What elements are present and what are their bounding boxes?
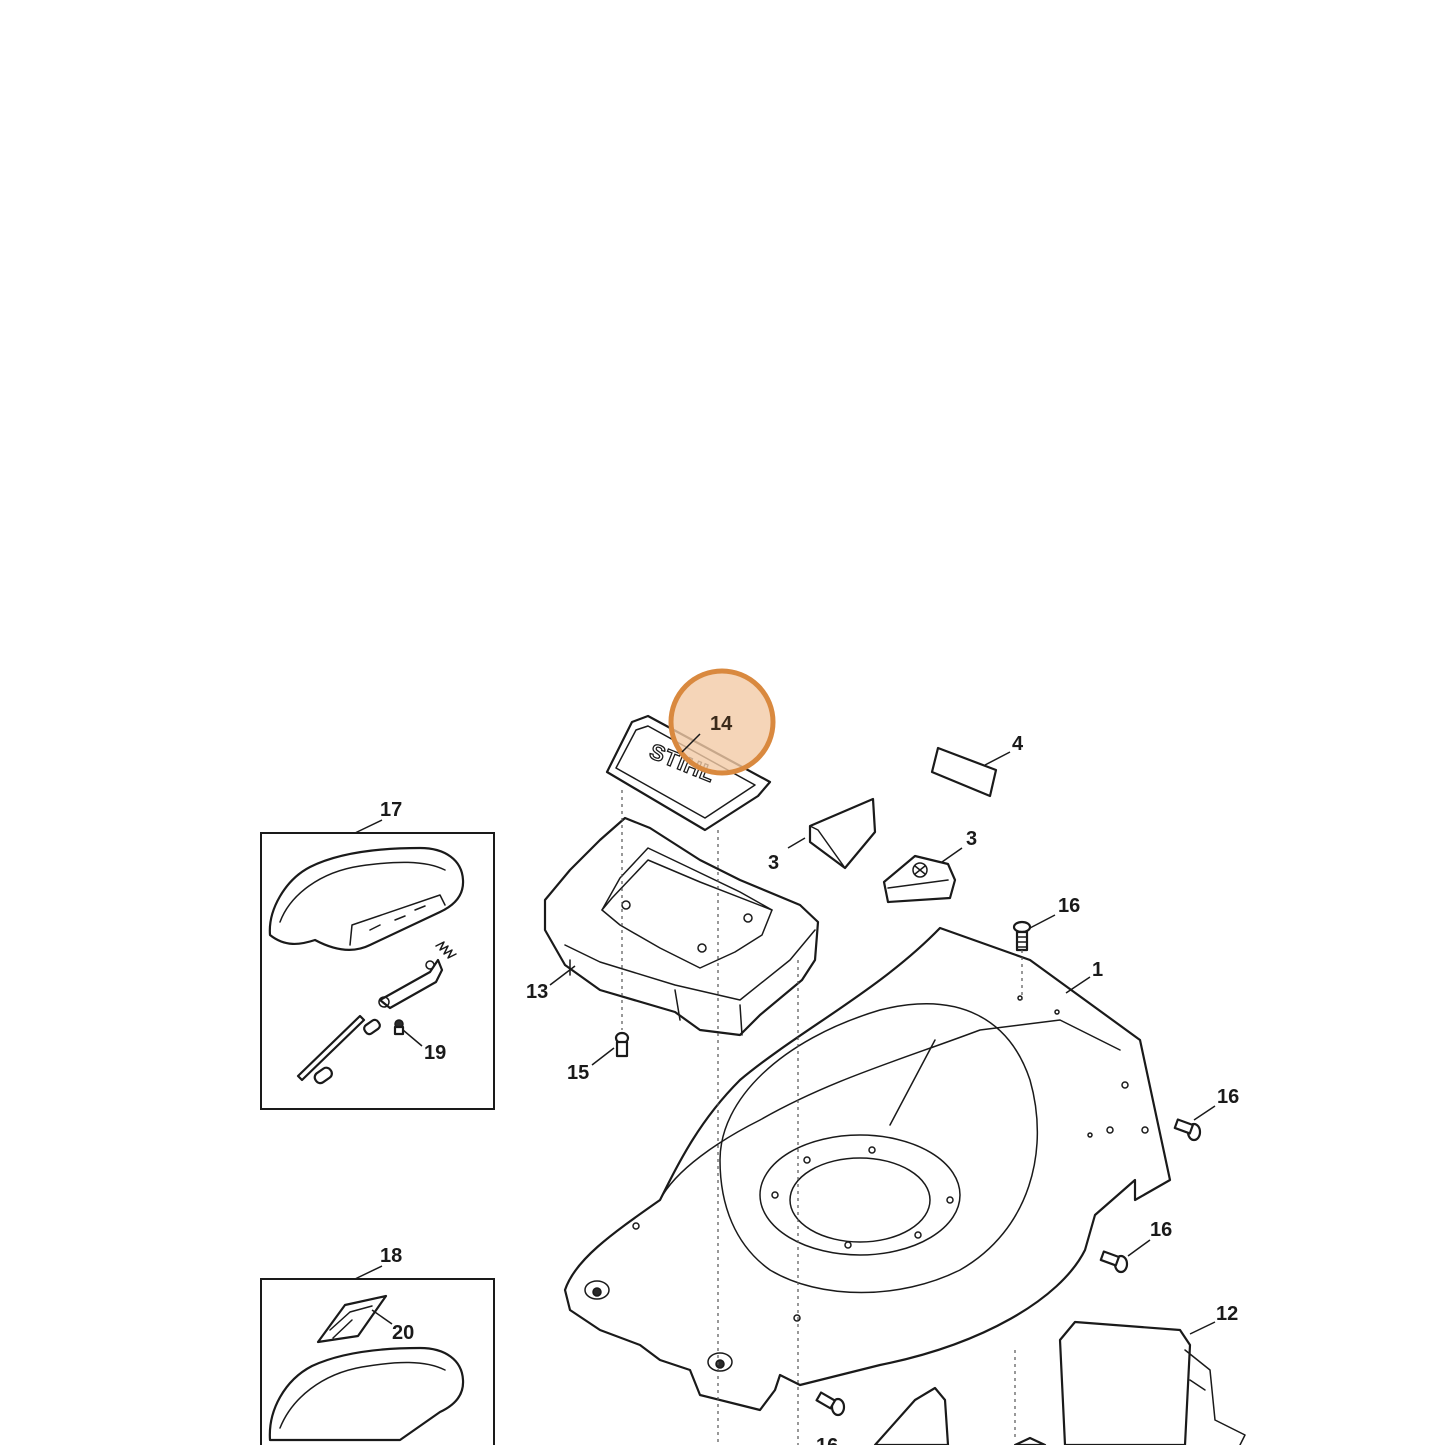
screw-15[interactable]: [614, 1031, 630, 1058]
part-12-flap[interactable]: [1058, 1320, 1246, 1445]
part-1-deck[interactable]: [563, 926, 1172, 1412]
screw-16-lower[interactable]: [1099, 1250, 1129, 1274]
label-3b[interactable]: 3: [966, 828, 977, 850]
part-3a-plug[interactable]: [808, 797, 877, 870]
part-3b-mulch-plug[interactable]: [882, 854, 957, 904]
rear-part-small: [1013, 1436, 1047, 1445]
label-20[interactable]: 20: [392, 1322, 414, 1344]
label-16-top[interactable]: 16: [1058, 895, 1080, 917]
label-16-bottom[interactable]: 16: [816, 1435, 838, 1445]
highlight-circle-14[interactable]: [668, 668, 776, 776]
label-15[interactable]: 15: [567, 1062, 589, 1084]
label-16-lower[interactable]: 16: [1150, 1219, 1172, 1241]
part-labels: 14 17 18 3 3 4 16 1 16 16 12 13 15 19 20…: [380, 713, 1239, 1445]
label-1[interactable]: 1: [1092, 959, 1103, 981]
assembly-lines: [621, 790, 1023, 1445]
rear-part: [873, 1386, 950, 1445]
label-19[interactable]: 19: [424, 1042, 446, 1064]
screw-16-top[interactable]: [1012, 920, 1032, 952]
part-13-housing[interactable]: [543, 816, 820, 1037]
inset-box-18: [260, 1278, 495, 1445]
label-14[interactable]: 14: [710, 713, 733, 735]
label-18[interactable]: 18: [380, 1245, 402, 1267]
part-4-strip[interactable]: [930, 746, 998, 798]
label-13[interactable]: 13: [526, 981, 548, 1003]
inset-box-17: [260, 832, 495, 1110]
label-3a[interactable]: 3: [768, 852, 779, 874]
label-4[interactable]: 4: [1012, 733, 1024, 755]
label-16-right[interactable]: 16: [1217, 1086, 1239, 1108]
leader-lines: [354, 733, 1216, 1335]
screw-16-bottom[interactable]: [815, 1391, 846, 1417]
label-17[interactable]: 17: [380, 799, 402, 821]
screw-16-right[interactable]: [1173, 1118, 1202, 1142]
label-12[interactable]: 12: [1216, 1303, 1238, 1325]
